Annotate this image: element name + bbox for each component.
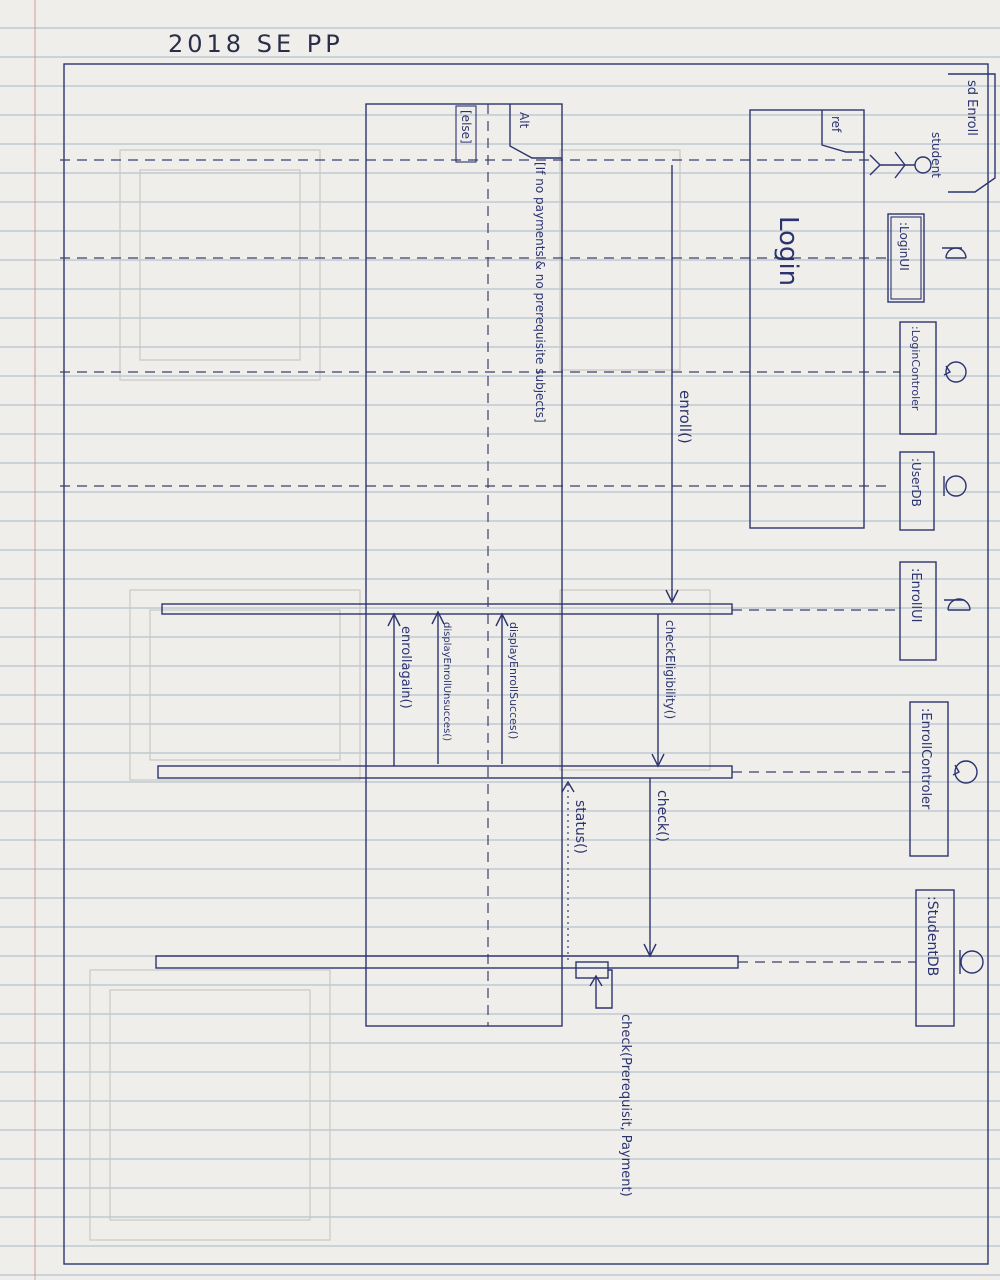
- sd-label-box: [948, 73, 996, 193]
- message-label: displayEnrollUnsucces(): [441, 622, 452, 741]
- lifeline-head-studentdb: :StudentDB: [915, 889, 955, 1027]
- svg-text::EnrollUI: :EnrollUI: [908, 568, 923, 622]
- arrowhead-icon: [665, 589, 679, 604]
- lifeline-head-userdb: :UserDB: [899, 451, 935, 531]
- message-label: status(): [572, 800, 588, 854]
- boundary-icon: [942, 247, 967, 259]
- message-label: enrollagain(): [398, 626, 413, 709]
- activation-studentdb: [155, 955, 739, 969]
- entity-icon: [959, 950, 984, 974]
- sd-frame: [63, 63, 989, 1265]
- svg-text::UserDB: :UserDB: [909, 458, 923, 507]
- activation-enrollui: [161, 603, 733, 615]
- alt-label-box: [509, 104, 562, 159]
- message-label: displayEnrollSucces(): [507, 622, 520, 739]
- ref-operator: ref: [829, 116, 843, 133]
- control-icon: [952, 760, 978, 784]
- alt-fragment: [365, 103, 563, 1027]
- arrowhead-icon: [495, 612, 509, 627]
- arrowhead-icon: [387, 612, 401, 627]
- message-label: check(): [654, 790, 670, 842]
- activation-enrollcontroler: [157, 765, 733, 779]
- student-actor: [869, 151, 932, 179]
- message-label: enroll(): [676, 390, 694, 444]
- lifeline-head-enrollcontroler: :EnrollControler: [909, 701, 949, 857]
- svg-text::LoginUI: :LoginUI: [897, 222, 911, 271]
- lifeline-head-loginui: :LoginUI: [887, 213, 925, 303]
- activation-self-call: [575, 961, 609, 979]
- ref-fragment: [749, 109, 865, 529]
- message-label: checkEligibility(): [663, 620, 677, 719]
- else-guard-box: [455, 105, 477, 163]
- entity-icon: [943, 475, 967, 497]
- lifeline-head-logincontroler: :LoginControler: [899, 321, 937, 435]
- arrowhead-icon: [589, 974, 603, 987]
- arrowhead-icon: [561, 780, 575, 793]
- boundary-icon: [944, 598, 971, 611]
- arrowhead-icon: [643, 943, 657, 958]
- message-label: check(Prerequisit, Payment): [618, 1014, 633, 1197]
- control-icon: [943, 361, 967, 383]
- svg-text::StudentDB: :StudentDB: [924, 896, 940, 976]
- sd-label: sd Enroll: [964, 80, 979, 136]
- svg-text::LoginControler: :LoginControler: [909, 326, 922, 411]
- arrowhead-icon: [651, 753, 665, 768]
- bleed-through-marks: [89, 149, 711, 1241]
- alt-operator: Alt: [517, 112, 531, 129]
- svg-text::EnrollControler: :EnrollControler: [918, 708, 933, 810]
- lifeline-head-enrollui: :EnrollUI: [899, 561, 937, 661]
- ref-name: Login: [773, 216, 803, 286]
- alt-guard: [If no payments & no prerequisite subjec…: [533, 162, 547, 423]
- actor-name: student: [929, 132, 943, 178]
- arrowhead-icon: [431, 610, 445, 625]
- message-self-check: [595, 969, 613, 1009]
- ref-label-box: [821, 110, 864, 153]
- else-guard: [else]: [459, 110, 473, 144]
- page-title: 2018 SE PP: [168, 30, 344, 58]
